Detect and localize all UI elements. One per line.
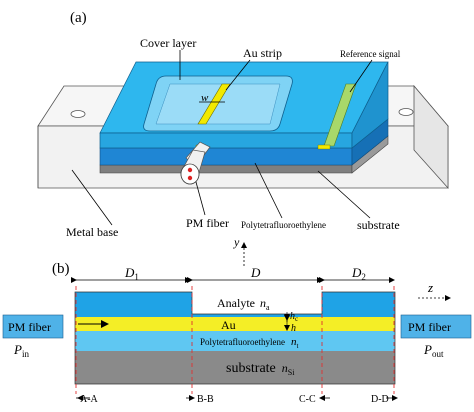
structure-outline bbox=[74, 291, 396, 385]
cover-left bbox=[75, 292, 192, 317]
cover-3d-front bbox=[99, 132, 353, 149]
d-label: D bbox=[250, 265, 261, 280]
reference-strip-3d bbox=[323, 83, 357, 147]
analyte-region bbox=[192, 292, 322, 314]
section-c-label: C-C bbox=[299, 394, 316, 405]
w-label: w bbox=[201, 92, 209, 104]
panel-a-label: (a) bbox=[70, 10, 87, 26]
d1-label: D1 bbox=[124, 265, 139, 282]
reference-signal-label: Reference signal bbox=[340, 49, 401, 59]
cover-thin bbox=[192, 314, 322, 317]
substrate-label: substrate bbox=[357, 218, 400, 232]
pm-fiber-3d bbox=[180, 141, 211, 185]
metal-base-label: Metal base bbox=[66, 225, 118, 239]
au-label: Au bbox=[221, 318, 236, 332]
au-strip-label: Au strip bbox=[243, 46, 282, 60]
polytetrafluoroethylene-label: Polytetrafluoroethylene bbox=[241, 220, 326, 230]
section-a-label: A-A bbox=[80, 394, 99, 405]
cover-3d-side bbox=[351, 61, 389, 149]
pm-fiber-out-box bbox=[400, 314, 472, 339]
ptfe-3d-front bbox=[99, 147, 353, 166]
cover-layer-label: Cover layer bbox=[140, 36, 196, 50]
au-layer bbox=[75, 317, 395, 331]
metal-base-side bbox=[413, 84, 449, 190]
cover-right bbox=[322, 292, 395, 317]
d2-label: D2 bbox=[351, 265, 366, 282]
pm-fiber-in-box bbox=[2, 314, 64, 339]
p-in-label: Pin bbox=[13, 342, 29, 359]
au-strip-3d bbox=[197, 83, 231, 125]
screw-hole-right bbox=[398, 108, 414, 116]
hc-label: hc bbox=[290, 311, 298, 323]
screw-hole-left bbox=[70, 110, 86, 118]
pm-fiber-out-label: PM fiber bbox=[408, 320, 451, 334]
panel-b-label: (b) bbox=[52, 261, 70, 277]
pm-fiber-label: PM fiber bbox=[186, 216, 229, 230]
section-d-label: D-D bbox=[371, 394, 389, 405]
section-lines bbox=[75, 286, 395, 394]
z-axis-label: z bbox=[427, 280, 433, 295]
ptfe-layer bbox=[75, 331, 395, 351]
substrate-layer bbox=[75, 351, 395, 384]
y-axis-label: y bbox=[233, 235, 240, 249]
substrate-3d-front bbox=[99, 164, 353, 174]
panel-a: (a) w bbox=[37, 10, 449, 266]
section-b-label: B-B bbox=[197, 394, 214, 405]
pm-fiber-in-label: PM fiber bbox=[8, 320, 51, 334]
reference-strip-end bbox=[317, 144, 331, 150]
p-out-label: Pout bbox=[423, 342, 444, 359]
h-label: h bbox=[291, 323, 296, 334]
